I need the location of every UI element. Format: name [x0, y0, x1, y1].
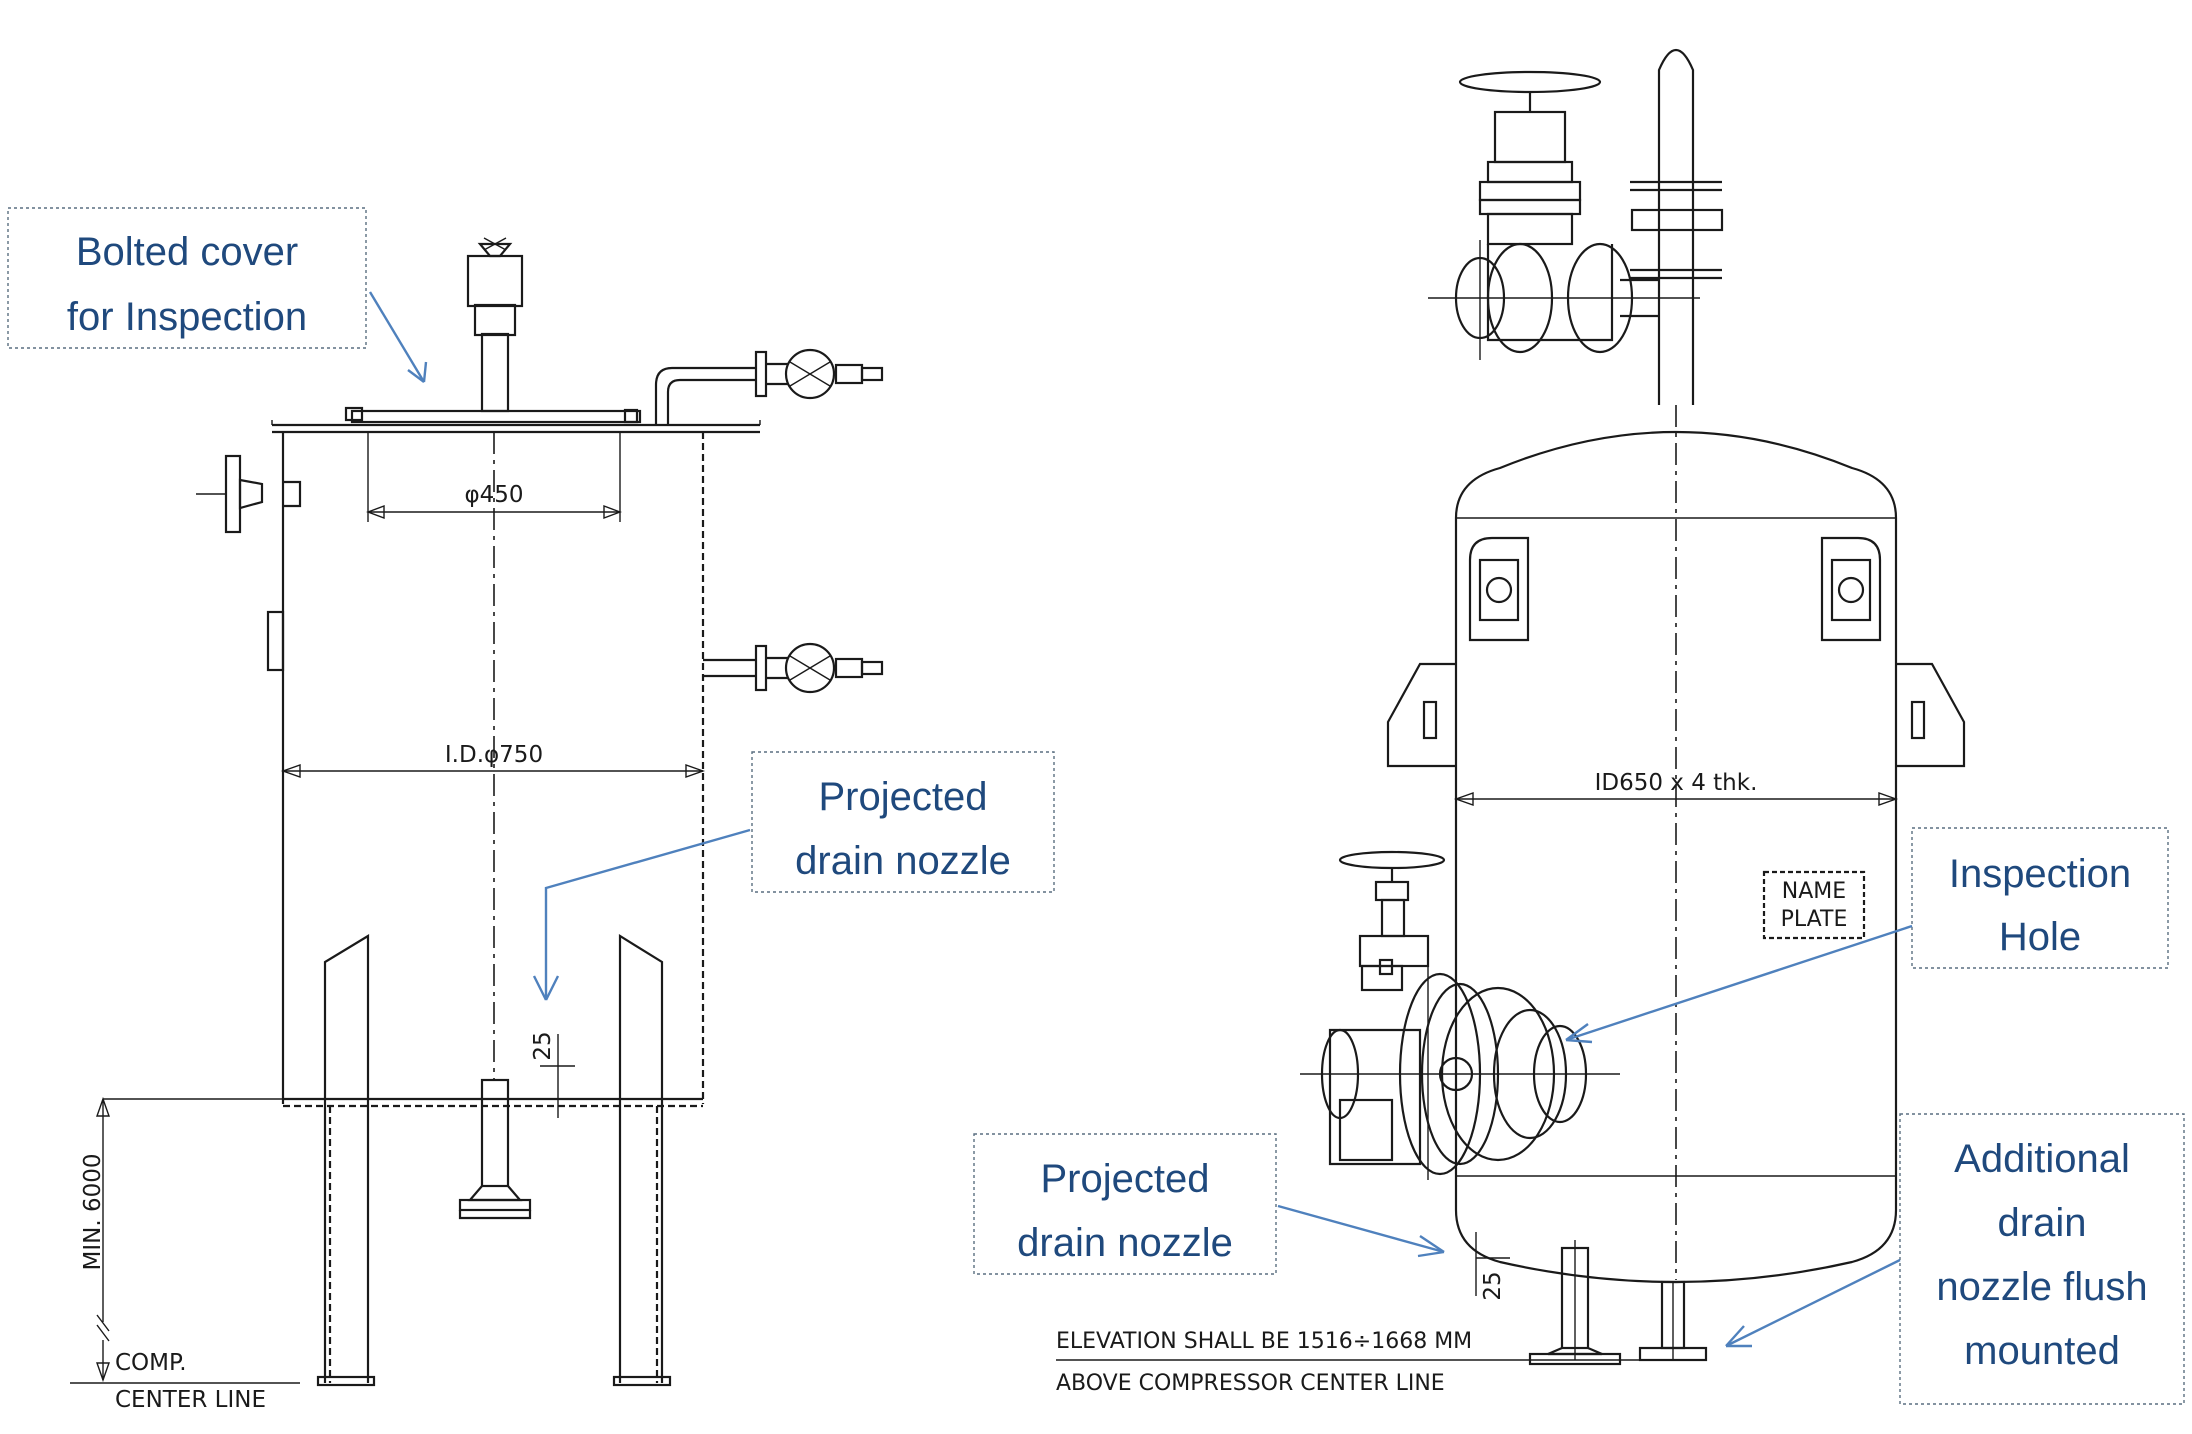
- left-drain-dimension: 25: [530, 1031, 575, 1118]
- left-center-line-label-2: CENTER LINE: [115, 1387, 266, 1413]
- right-elevation-note-line-1: ELEVATION SHALL BE 1516÷1668 MM: [1056, 1329, 1472, 1354]
- right-lower-valve: [1338, 850, 1446, 968]
- callout-bolted-cover: Bolted cover for Inspection: [7, 207, 428, 383]
- callout-left-drain: Projected drain nozzle: [532, 751, 1055, 1001]
- callout-additional-drain: Additional drain nozzle flush mounted: [1725, 1113, 2185, 1405]
- left-vessel: φ450 I.D.φ750 25: [70, 237, 884, 1413]
- right-name-plate: NAME PLATE: [1762, 870, 1866, 940]
- left-bottom-drain-nozzle: [458, 1078, 532, 1220]
- right-inspection-manway: [1300, 958, 1620, 1180]
- left-center-line-label-1: COMP.: [115, 1350, 187, 1376]
- right-shell-dim-label: ID650 x 4 thk.: [1595, 770, 1758, 796]
- callout-additional-drain-arrow: [1725, 1258, 1901, 1348]
- callout-inspection-hole-line-1: Inspection: [1949, 852, 2131, 896]
- right-bottom-drain-nozzles: [1528, 1240, 1708, 1366]
- left-shell-dimension: I.D.φ750: [280, 742, 706, 778]
- right-name-plate-line-2: PLATE: [1781, 907, 1848, 932]
- left-bolted-cover: [350, 409, 642, 424]
- right-top-valve: [1428, 70, 1700, 360]
- callout-right-drain: Projected drain nozzle: [973, 1133, 1445, 1275]
- left-top-flange: [272, 423, 760, 434]
- callout-additional-drain-line-1: Additional: [1954, 1137, 2130, 1181]
- left-top-vent: [466, 237, 524, 413]
- callout-right-drain-line-1: Projected: [1041, 1157, 1210, 1201]
- right-support-brackets: [1386, 662, 1966, 768]
- right-top-vent: [1630, 49, 1724, 405]
- left-elevation-dimension: MIN. 6000 COMP. CENTER LINE: [70, 1096, 300, 1413]
- callout-inspection-hole-line-2: Hole: [1999, 915, 2081, 959]
- right-drain-dim-label: 25: [1480, 1271, 1506, 1300]
- callout-left-drain-arrow: [544, 828, 751, 1000]
- right-drain-dimension: 25: [1475, 1232, 1510, 1301]
- right-shell-dimension: ID650 x 4 thk.: [1453, 770, 1899, 806]
- left-shell-dim-label: I.D.φ750: [445, 742, 543, 768]
- left-top-gauge-line: [654, 348, 884, 425]
- callout-bolted-cover-line-2: for Inspection: [67, 295, 307, 339]
- callout-right-drain-arrow: [1277, 1204, 1445, 1254]
- callout-inspection-hole: Inspection Hole: [1565, 827, 2169, 1044]
- callout-inspection-hole-arrow: [1565, 924, 1913, 1042]
- right-name-plate-line-1: NAME: [1782, 879, 1846, 904]
- right-shell: [1454, 430, 1898, 1284]
- left-elevation-dim-label: MIN. 6000: [80, 1154, 106, 1271]
- right-vessel: ID650 x 4 thk. NAME PLATE: [1056, 49, 1966, 1396]
- callout-additional-drain-line-4: mounted: [1964, 1329, 2120, 1373]
- right-lifting-lugs: [1468, 536, 1882, 642]
- right-elevation-note-line-2: ABOVE COMPRESSOR CENTER LINE: [1056, 1371, 1445, 1396]
- left-side-nozzle: [196, 454, 302, 534]
- right-elevation-note: ELEVATION SHALL BE 1516÷1668 MM ABOVE CO…: [1056, 1329, 1676, 1396]
- callout-right-drain-line-2: drain nozzle: [1017, 1221, 1233, 1265]
- left-cover-dimension: φ450: [366, 432, 622, 522]
- left-drain-dim-label: 25: [530, 1031, 556, 1060]
- left-vessel-legs: [316, 934, 672, 1387]
- callout-additional-drain-line-3: nozzle flush: [1936, 1265, 2147, 1309]
- left-side-sight-glass: [266, 610, 285, 672]
- callout-bolted-cover-arrow: [368, 291, 426, 383]
- callout-left-drain-line-2: drain nozzle: [795, 839, 1011, 883]
- left-mid-gauge-line: [703, 642, 884, 694]
- left-cover-dim-label: φ450: [464, 482, 523, 508]
- callout-bolted-cover-line-1: Bolted cover: [76, 230, 298, 274]
- callout-additional-drain-line-2: drain: [1998, 1201, 2087, 1245]
- callout-left-drain-line-1: Projected: [819, 775, 988, 819]
